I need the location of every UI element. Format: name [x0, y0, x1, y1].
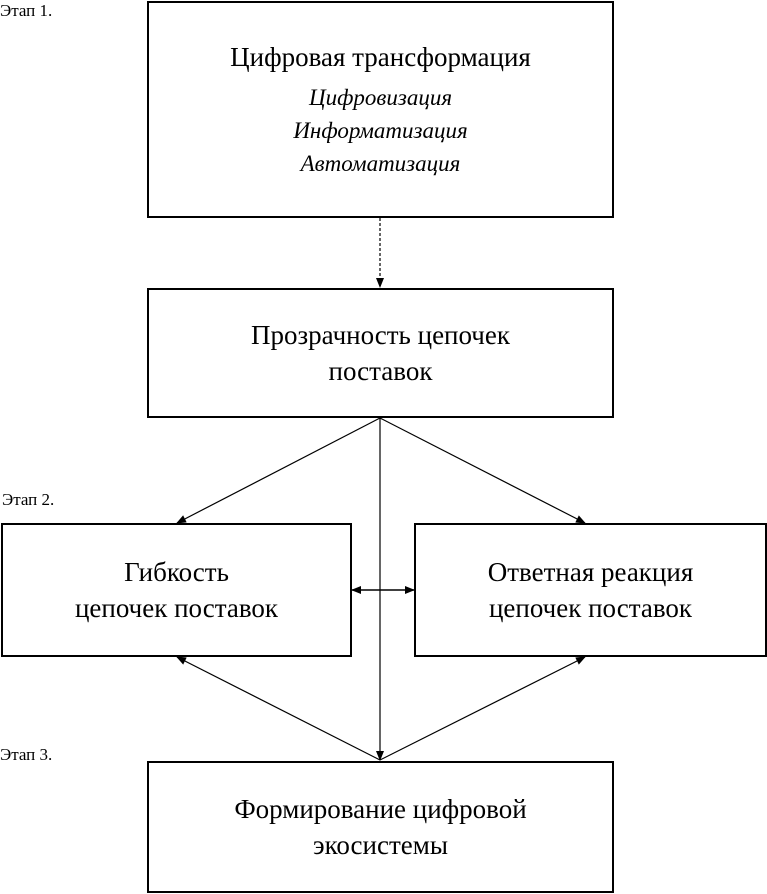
response-box: Ответная реакция цепочек поставок	[414, 523, 767, 657]
flexibility-box: Гибкость цепочек поставок	[1, 523, 352, 657]
transparency-box: Прозрачность цепочек поставок	[147, 288, 614, 418]
stage-1-label: Этап 1.	[0, 1, 53, 20]
arrow-transparency-to-flexibility	[176, 417, 381, 524]
arrow-transparency-to-response	[379, 417, 586, 524]
stage-2-label: Этап 2.	[2, 490, 55, 509]
ecosystem-box: Формирование цифровой экосистемы	[147, 761, 614, 893]
digital-transformation-title: Цифровая трансформация	[230, 42, 531, 72]
digital-transformation-box: Цифровая трансформация Цифровизация Инфо…	[147, 1, 614, 218]
flexibility-line-2: цепочек поставок	[74, 593, 278, 623]
stage-3-label: Этап 3.	[0, 745, 53, 764]
arrow-ecosystem-to-flexibility	[176, 656, 381, 761]
ecosystem-line-2: экосистемы	[313, 830, 448, 860]
ecosystem-line-1: Формирование цифровой	[234, 794, 527, 824]
response-line-2: цепочек поставок	[488, 593, 692, 623]
informatization-item: Информатизация	[293, 118, 468, 143]
flexibility-line-1: Гибкость	[124, 557, 229, 587]
digitalization-item: Цифровизация	[308, 85, 453, 110]
arrow-ecosystem-to-response	[379, 656, 586, 761]
transparency-line-1: Прозрачность цепочек	[251, 320, 510, 350]
transparency-line-2: поставок	[328, 356, 433, 386]
response-line-1: Ответная реакция	[487, 557, 694, 587]
automation-item: Автоматизация	[300, 151, 461, 176]
